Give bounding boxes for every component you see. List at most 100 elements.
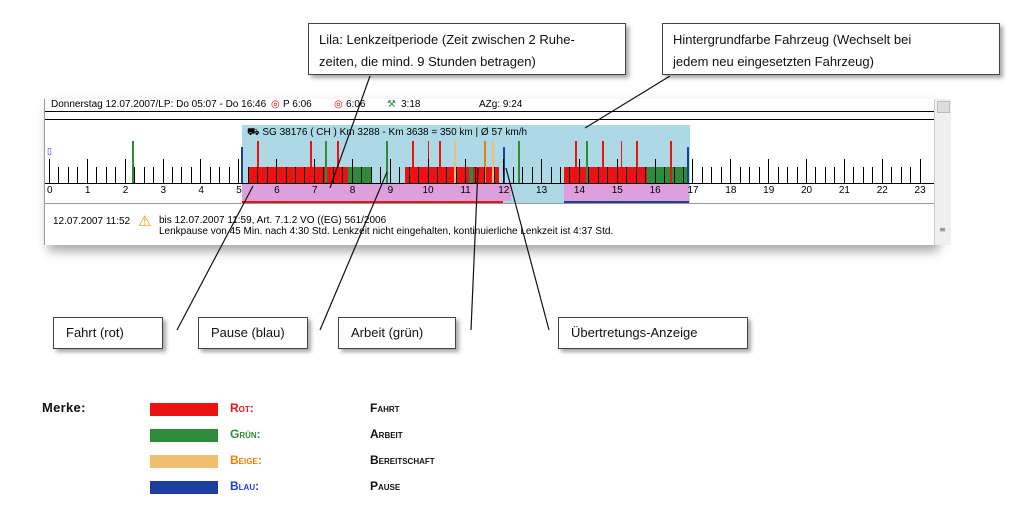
callout-arbeit: Arbeit (grün) — [338, 317, 456, 349]
legend-term: Fahrt — [370, 401, 400, 415]
activity-spike — [257, 141, 260, 183]
time-tick — [361, 167, 363, 183]
time-tick — [853, 167, 855, 183]
activity-spike — [132, 141, 135, 183]
hour-label: 3 — [160, 185, 167, 196]
time-tick — [711, 167, 713, 183]
legend-swatch — [150, 481, 218, 494]
time-tick — [342, 167, 344, 183]
time-tick — [569, 167, 571, 183]
hour-label: 7 — [311, 185, 318, 196]
time-axis — [45, 183, 935, 184]
time-tick — [673, 167, 675, 183]
legend-title: Merke: — [42, 400, 86, 415]
header-second-value: 6:06 — [346, 99, 366, 110]
time-tick — [418, 167, 420, 183]
time-tick — [172, 167, 173, 183]
time-tick — [730, 159, 732, 183]
time-tick — [143, 167, 145, 183]
time-tick — [115, 167, 117, 183]
hour-label: 8 — [349, 185, 356, 196]
activity-spike — [412, 141, 415, 183]
time-tick — [200, 159, 202, 183]
pause-marker — [686, 147, 689, 183]
time-tick — [190, 167, 192, 183]
time-tick — [332, 167, 334, 183]
activity-spike — [325, 141, 328, 183]
time-tick — [181, 167, 183, 183]
time-tick — [758, 167, 760, 183]
message-line2: Lenkpause von 45 Min. nach 4:30 Std. Len… — [159, 226, 614, 237]
card-icon: ▯ — [47, 146, 52, 156]
panel-scrollbar[interactable]: ≡ — [934, 99, 951, 245]
time-tick — [247, 167, 249, 183]
hour-label: 18 — [725, 185, 737, 196]
time-tick — [219, 167, 221, 183]
arbeit-bar — [348, 167, 371, 183]
time-tick — [578, 159, 580, 183]
time-tick — [313, 159, 315, 183]
time-tick — [739, 167, 741, 183]
legend-color-word: Beige: — [230, 453, 262, 467]
timeline-panel: Donnerstag 12.07.2007/LP: Do 05:07 - Do … — [44, 99, 935, 245]
time-tick — [49, 159, 50, 183]
callout-lila: Lila: Lenkzeitperiode (Zeit zwischen 2 R… — [308, 23, 626, 75]
hour-label: 1 — [84, 185, 91, 196]
work-icon: ⚒ — [387, 99, 396, 110]
time-tick — [815, 167, 817, 183]
time-tick — [616, 159, 618, 183]
time-tick — [96, 167, 98, 183]
hour-label: 16 — [649, 185, 661, 196]
time-tick — [512, 167, 514, 183]
time-tick — [824, 167, 826, 183]
hour-label: 22 — [876, 185, 888, 196]
header-divider — [45, 111, 935, 112]
hour-label: 21 — [838, 185, 850, 196]
lila-underline — [242, 201, 504, 203]
activity-spike — [518, 141, 521, 183]
time-tick — [654, 159, 656, 183]
header-date: Donnerstag 12.07.2007/LP: Do 05:07 - Do … — [51, 99, 267, 110]
time-tick — [664, 167, 666, 183]
time-tick — [881, 159, 883, 183]
time-tick — [597, 167, 599, 183]
time-tick — [493, 167, 495, 183]
time-tick — [891, 167, 893, 183]
hour-label: 17 — [687, 185, 699, 196]
time-tick — [399, 167, 401, 183]
message-time: 12.07.2007 11:52 — [53, 216, 131, 227]
hour-label: 10 — [422, 185, 434, 196]
activity-spike — [601, 141, 604, 183]
time-tick — [522, 167, 524, 183]
time-tick — [806, 159, 807, 183]
p-icon: ◎ — [271, 99, 280, 110]
legend-color-word: Grün: — [230, 427, 261, 441]
legend-term: Pause — [370, 479, 401, 493]
time-tick — [843, 159, 845, 183]
header-azg: AZg: 9:24 — [479, 99, 523, 110]
time-tick — [862, 167, 864, 183]
time-tick — [67, 167, 69, 183]
time-tick — [134, 167, 136, 183]
hour-label: 5 — [236, 185, 242, 196]
hour-label: 23 — [914, 185, 926, 196]
time-tick — [872, 167, 874, 183]
callout-lila-line2: zeiten, die mind. 9 Stunden betragen) — [319, 54, 536, 69]
time-tick — [446, 167, 448, 183]
rest-icon: ◎ — [334, 99, 343, 110]
time-tick — [285, 167, 287, 183]
time-tick — [635, 167, 637, 183]
time-tick — [919, 159, 921, 183]
hour-label: 4 — [198, 185, 204, 196]
vehicle-label: ⛟ SG 38176 ( CH ) Km 3288 - Km 3638 = 35… — [247, 127, 527, 140]
arbeit-bar — [469, 167, 473, 183]
time-tick — [465, 159, 467, 183]
activity-spike — [438, 141, 441, 183]
legend-term: Bereitschaft — [370, 453, 435, 467]
callout-vehicle-line1: Hintergrundfarbe Fahrzeug (Wechselt bei — [673, 32, 912, 47]
time-tick — [58, 167, 60, 183]
legend-term: Arbeit — [370, 427, 403, 441]
message-line1: bis 12.07.2007 11:59, Art. 7.1.2 VO ((EG… — [159, 215, 387, 226]
time-tick — [720, 167, 722, 183]
time-tick — [768, 159, 770, 183]
